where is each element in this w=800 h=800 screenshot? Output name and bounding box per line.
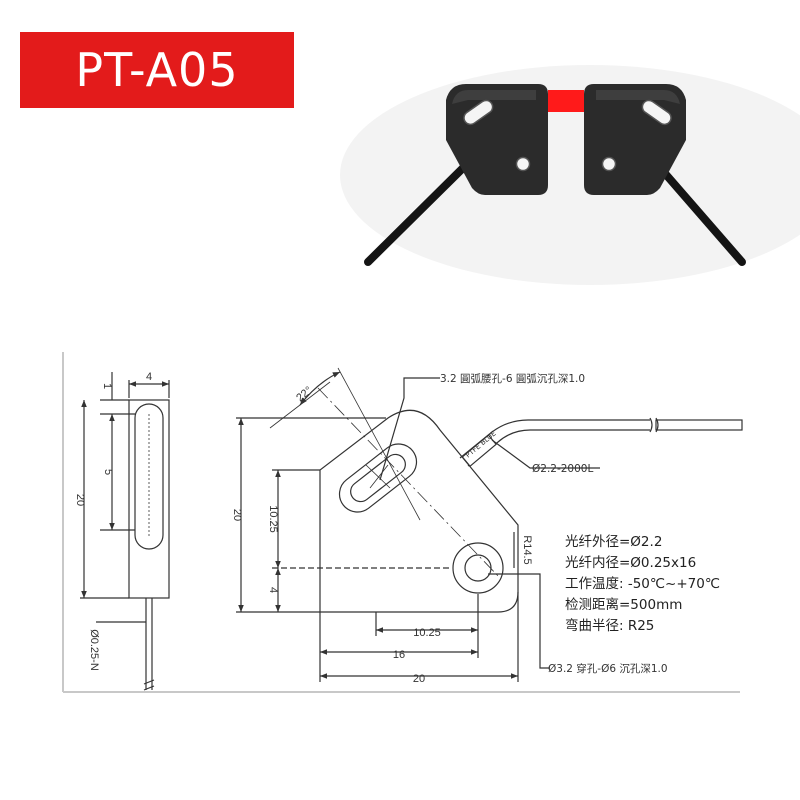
hole-callout: Ø3.2 穿孔-Ø6 沉孔深1.0 xyxy=(548,662,668,675)
hole-bottom-label: 4 xyxy=(267,587,279,593)
radius-label: R14.5 xyxy=(521,535,533,564)
spec-line: 弯曲半径: R25 xyxy=(565,617,654,634)
side-slot-label: 5 xyxy=(102,469,114,475)
side-top-label: 1 xyxy=(101,383,113,389)
model-title: PT-A05 xyxy=(75,43,239,97)
hole-x-label: 10.25 xyxy=(413,627,441,639)
width-16-label: 16 xyxy=(393,649,405,661)
angle-label: 22° xyxy=(294,384,314,404)
spec-line: 光纤外径=Ø2.2 xyxy=(565,534,662,550)
side-height-label: 20 xyxy=(74,494,86,506)
slot-callout: 3.2 圓弧腰孔-6 圓弧沉孔深1.0 xyxy=(440,372,585,385)
spec-line: 光纤内径=Ø0.25x16 xyxy=(565,555,696,571)
front-view xyxy=(236,367,743,682)
spec-line: 检测距离=500mm xyxy=(565,596,682,613)
side-width-label: 4 xyxy=(146,371,152,383)
cable-label: Ø2.2-2000L xyxy=(532,463,593,475)
hole-y-label: 10.25 xyxy=(267,505,279,533)
front-height-label: 20 xyxy=(231,509,243,521)
model-title-badge: PT-A05 xyxy=(20,32,294,108)
side-view xyxy=(80,372,170,691)
side-fiber-label: Ø0.25-N xyxy=(88,629,100,671)
width-20-label: 20 xyxy=(413,673,425,685)
spec-line: 工作温度: -50℃~+70℃ xyxy=(565,576,720,592)
